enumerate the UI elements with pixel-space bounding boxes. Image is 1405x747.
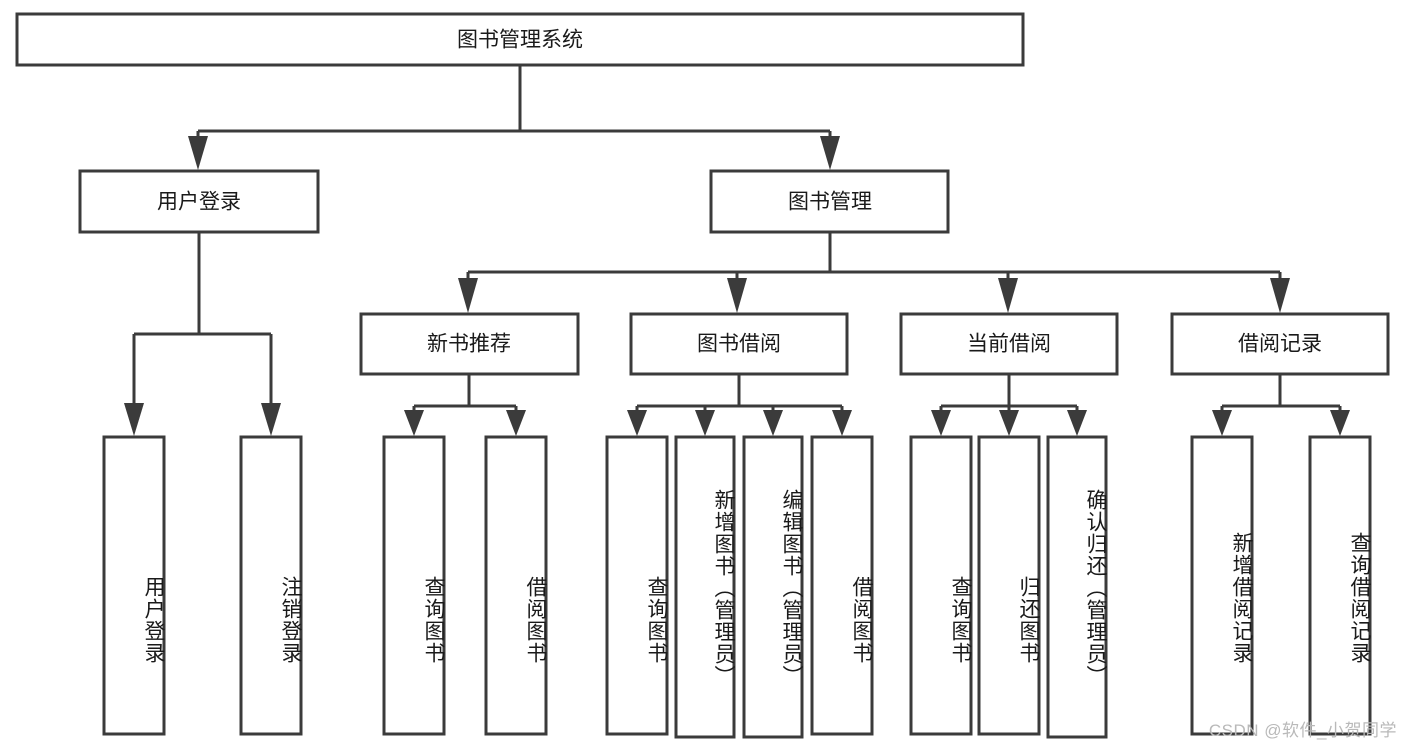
leaf-box-cb-confirm-return[interactable]: [1046, 435, 1108, 739]
node-root-label: 图书管理系统: [457, 29, 583, 52]
node-root[interactable]: 图书管理系统: [15, 12, 1025, 67]
node-borrow-record[interactable]: 借阅记录: [1170, 312, 1390, 376]
leaf-box-bb-edit-book[interactable]: [742, 435, 804, 739]
watermark-text: CSDN @软件_小贺同学: [1208, 721, 1397, 740]
node-new-book-recommend[interactable]: 新书推荐: [359, 312, 580, 376]
arrowhead-to-borrow-record: [1270, 278, 1290, 313]
node-book-manage-label: 图书管理: [788, 191, 872, 214]
arrowhead-leaf-borrow-record-1: [1212, 410, 1232, 436]
arrowhead-to-book-borrow: [727, 278, 747, 313]
arrowhead-to-new-book: [458, 278, 478, 313]
node-new-book-recommend-box[interactable]: [359, 312, 580, 376]
node-book-manage-box[interactable]: [709, 169, 950, 234]
node-user-login-label: 用户登录: [157, 191, 241, 214]
arrowhead-leaf-new-book-1: [404, 410, 424, 436]
arrowhead-to-book-manage: [820, 136, 840, 170]
leaf-box-bb-borrow-book[interactable]: [810, 435, 874, 736]
arrowhead-leaf-current-borrow-1: [931, 410, 951, 436]
node-current-borrow-box[interactable]: [899, 312, 1119, 376]
arrowhead-leaf-borrow-record-2: [1330, 410, 1350, 436]
node-current-borrow-label: 当前借阅: [967, 333, 1051, 356]
leaf-box-logout[interactable]: [239, 435, 303, 736]
node-book-borrow-box[interactable]: [629, 312, 849, 376]
leaf-box-nb-borrow-book[interactable]: [484, 435, 548, 736]
node-book-borrow-label: 图书借阅: [697, 333, 781, 356]
leaf-box-bb-query-book[interactable]: [605, 435, 669, 736]
node-current-borrow[interactable]: 当前借阅: [899, 312, 1119, 376]
node-borrow-record-box[interactable]: [1170, 312, 1390, 376]
arrowhead-leaf-book-borrow-4: [832, 410, 852, 436]
node-root-box[interactable]: [15, 12, 1025, 67]
leaf-box-br-query-record[interactable]: [1308, 435, 1372, 736]
arrowhead-to-current-borrow: [998, 278, 1018, 313]
arrowhead-leaf-book-borrow-2: [695, 410, 715, 436]
leaf-box-cb-query-book[interactable]: [909, 435, 973, 736]
leaf-box-cb-return-book[interactable]: [977, 435, 1041, 736]
arrowhead-leaf-book-borrow-3: [763, 410, 783, 436]
arrowhead-to-user-login: [188, 136, 208, 170]
node-new-book-recommend-label: 新书推荐: [427, 333, 511, 356]
leaf-box-nb-query-book[interactable]: [382, 435, 446, 736]
node-user-login[interactable]: 用户登录: [78, 169, 320, 234]
leaf-box-br-add-record[interactable]: [1190, 435, 1254, 736]
node-borrow-record-label: 借阅记录: [1238, 333, 1322, 356]
node-book-manage[interactable]: 图书管理: [709, 169, 950, 234]
arrowhead-leaf-current-borrow-2: [999, 410, 1019, 436]
node-book-borrow[interactable]: 图书借阅: [629, 312, 849, 376]
arrowhead-leaf-book-borrow-1: [627, 410, 647, 436]
arrowhead-leaf-user-login-2: [261, 403, 281, 436]
arrowhead-leaf-user-login-1: [124, 403, 144, 436]
leaf-box-user-login[interactable]: [102, 435, 166, 736]
arrowhead-leaf-new-book-2: [506, 410, 526, 436]
leaf-box-bb-add-book[interactable]: [674, 435, 736, 739]
arrowhead-leaf-current-borrow-3: [1067, 410, 1087, 436]
